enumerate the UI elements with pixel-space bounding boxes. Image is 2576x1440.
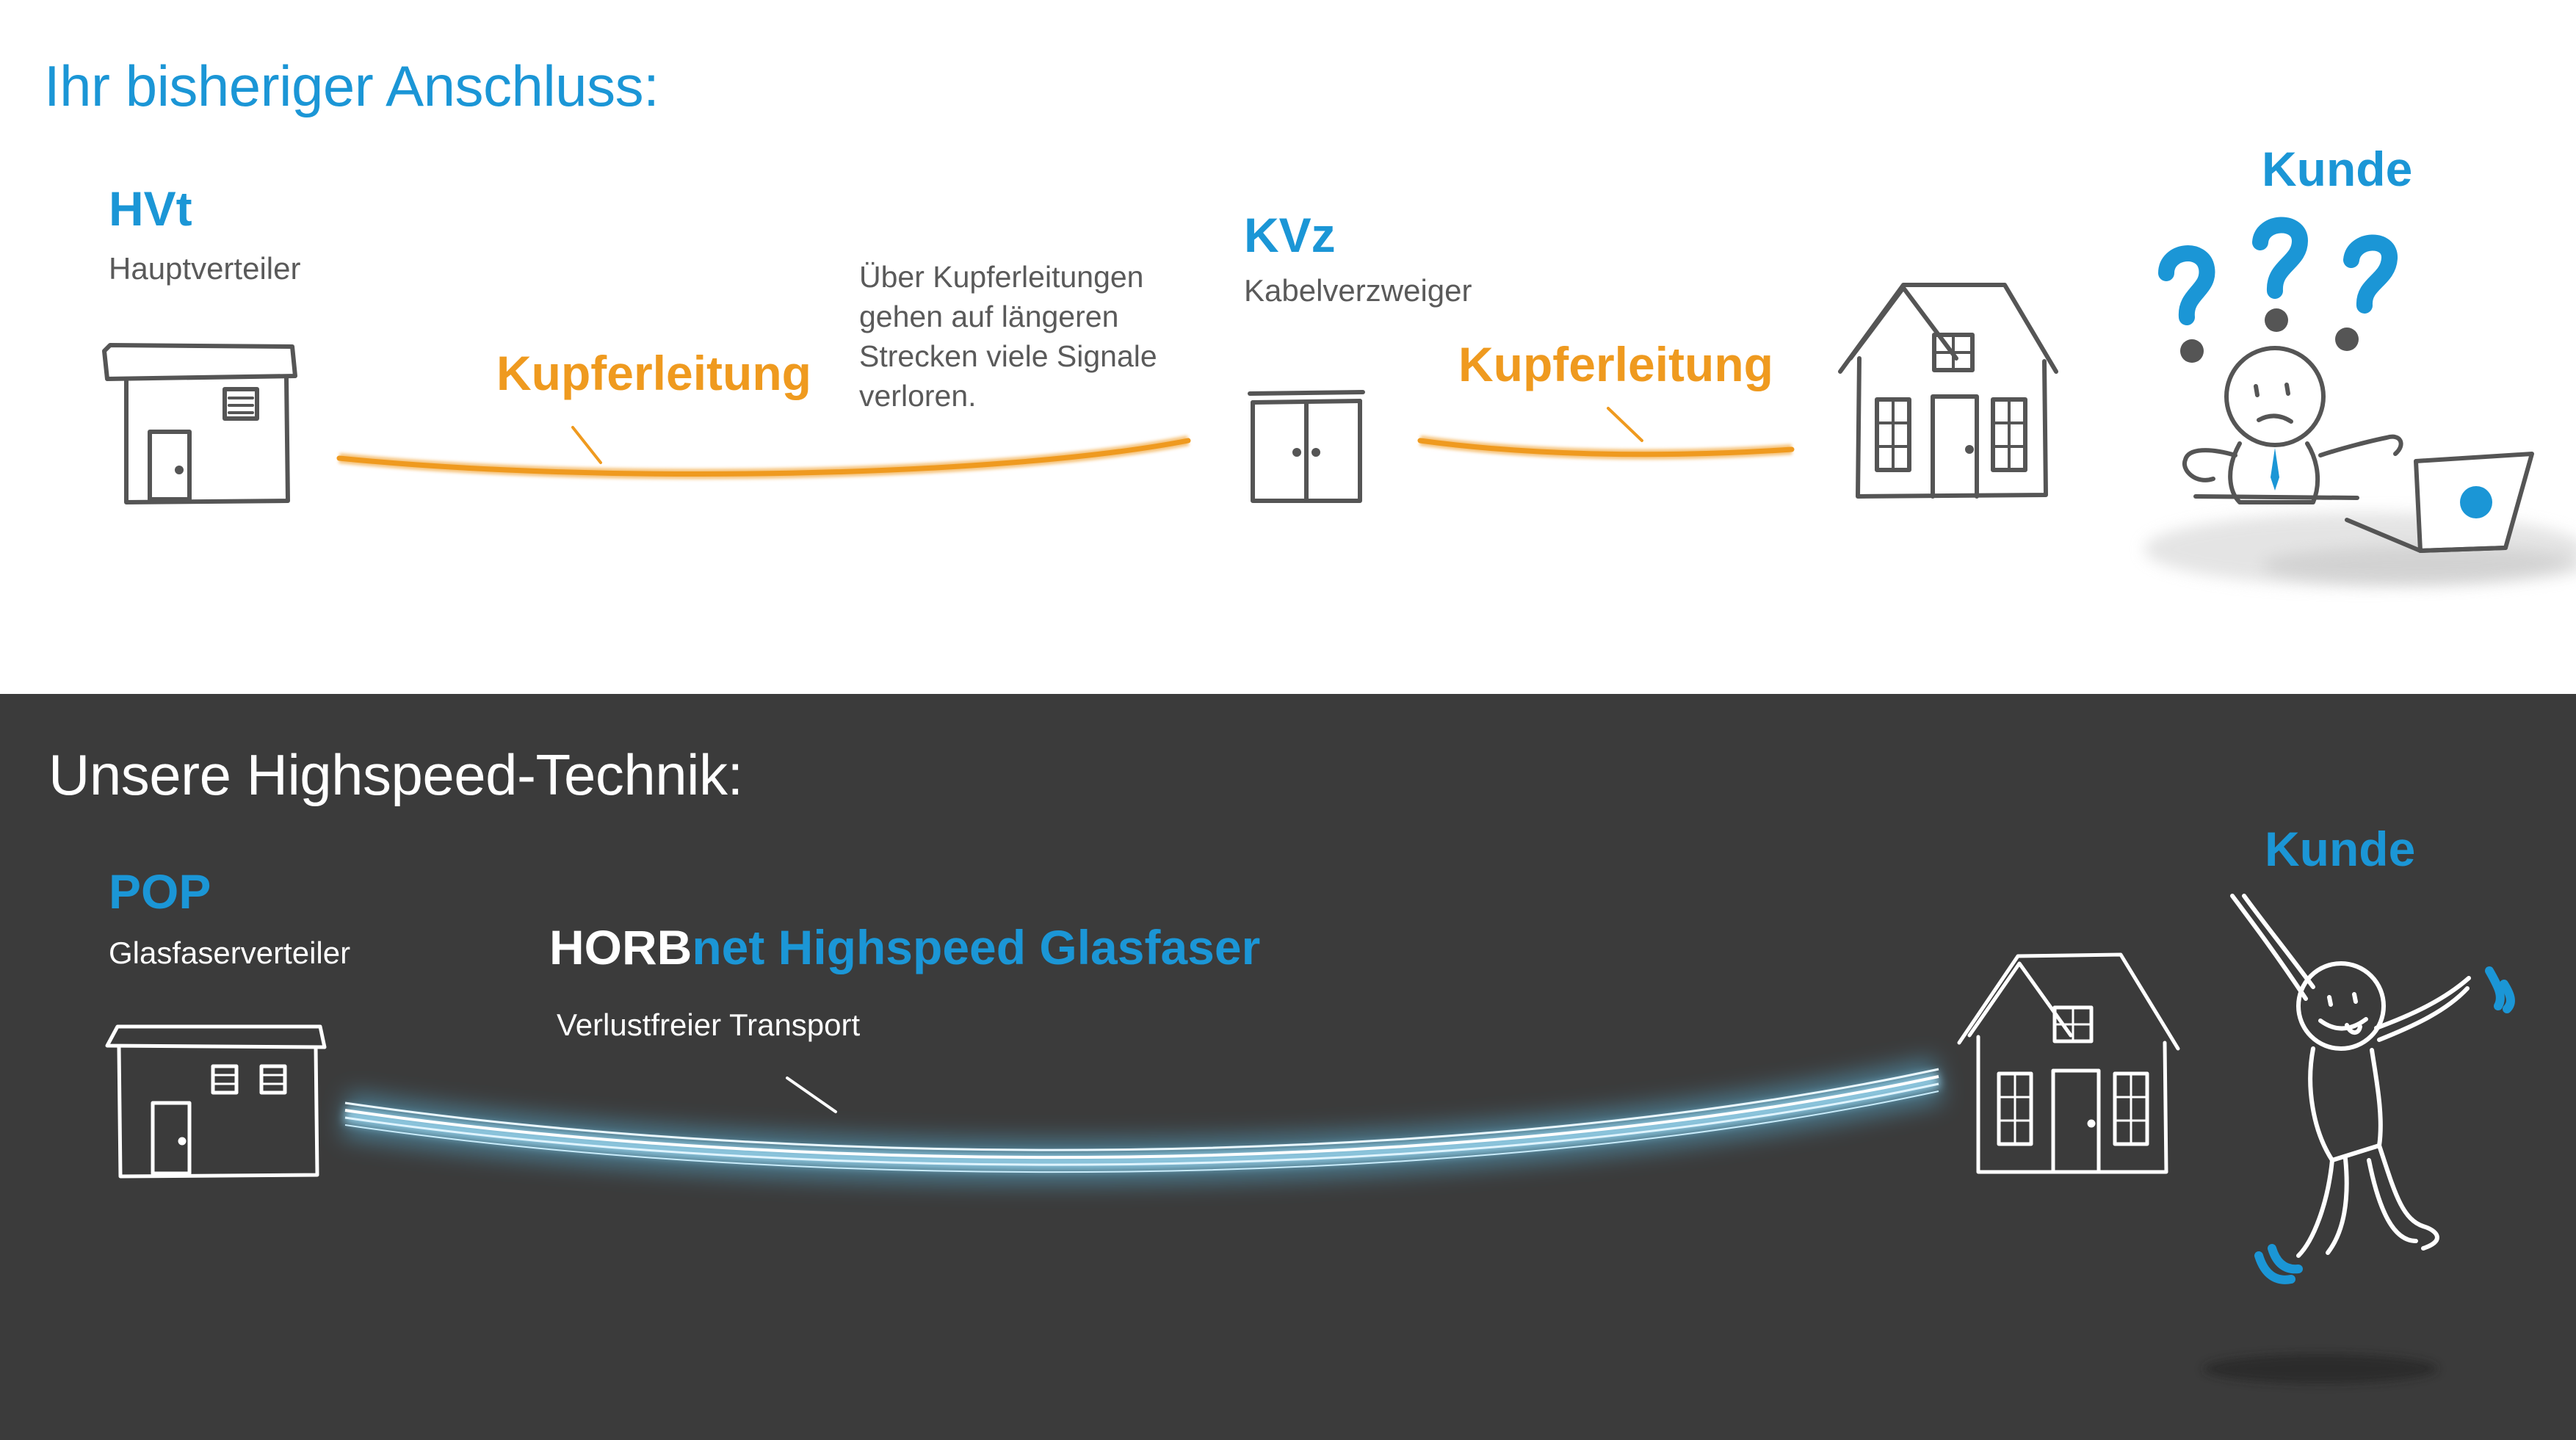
kvz-cabinet-icon	[1248, 390, 1365, 503]
copper-loss-note: Über Kupferleitungen gehen auf längeren …	[859, 260, 1157, 413]
customer-label-top: Kunde	[2262, 142, 2413, 196]
hvt-sublabel: Hauptverteiler	[109, 251, 301, 286]
copper-cable-2	[1417, 407, 1795, 460]
kvz-label: KVz	[1244, 208, 1336, 262]
confused-customer-illustration	[2144, 217, 2576, 586]
happy-customer-illustration	[2203, 894, 2515, 1383]
hvt-label: HVt	[109, 181, 192, 236]
fiber-brand: HORB	[549, 920, 692, 974]
legacy-connection-panel	[0, 0, 2576, 694]
highspeed-panel	[0, 694, 2576, 1440]
highspeed-heading: Unsere Highspeed-Technik:	[48, 742, 743, 807]
pop-sublabel: Glasfaserverteiler	[109, 936, 351, 970]
customer-label-bottom: Kunde	[2265, 822, 2416, 876]
fiber-optic-cable	[341, 1057, 1944, 1184]
copper-cable-label-2: Kupferleitung	[1458, 337, 1773, 391]
copper-cable-1	[336, 426, 1191, 480]
copper-cable-label-1: Kupferleitung	[496, 346, 811, 400]
kvz-sublabel: Kabelverzweiger	[1244, 273, 1472, 308]
legacy-diagram-drawings	[102, 217, 2576, 586]
customer-house-icon-bottom	[1957, 952, 2180, 1174]
fiber-title: HORBnet Highspeed Glasfaser	[549, 919, 1260, 975]
hvt-building-icon	[102, 343, 297, 504]
legacy-heading: Ihr bisheriger Anschluss:	[44, 54, 659, 118]
fiber-title-rest: net Highspeed Glasfaser	[692, 920, 1261, 974]
pop-label: POP	[109, 864, 211, 919]
question-mark-icon	[2158, 217, 2398, 325]
pop-building-icon	[105, 1024, 327, 1179]
fiber-sublabel: Verlustfreier Transport	[557, 1007, 861, 1042]
customer-house-icon	[1838, 283, 2058, 499]
